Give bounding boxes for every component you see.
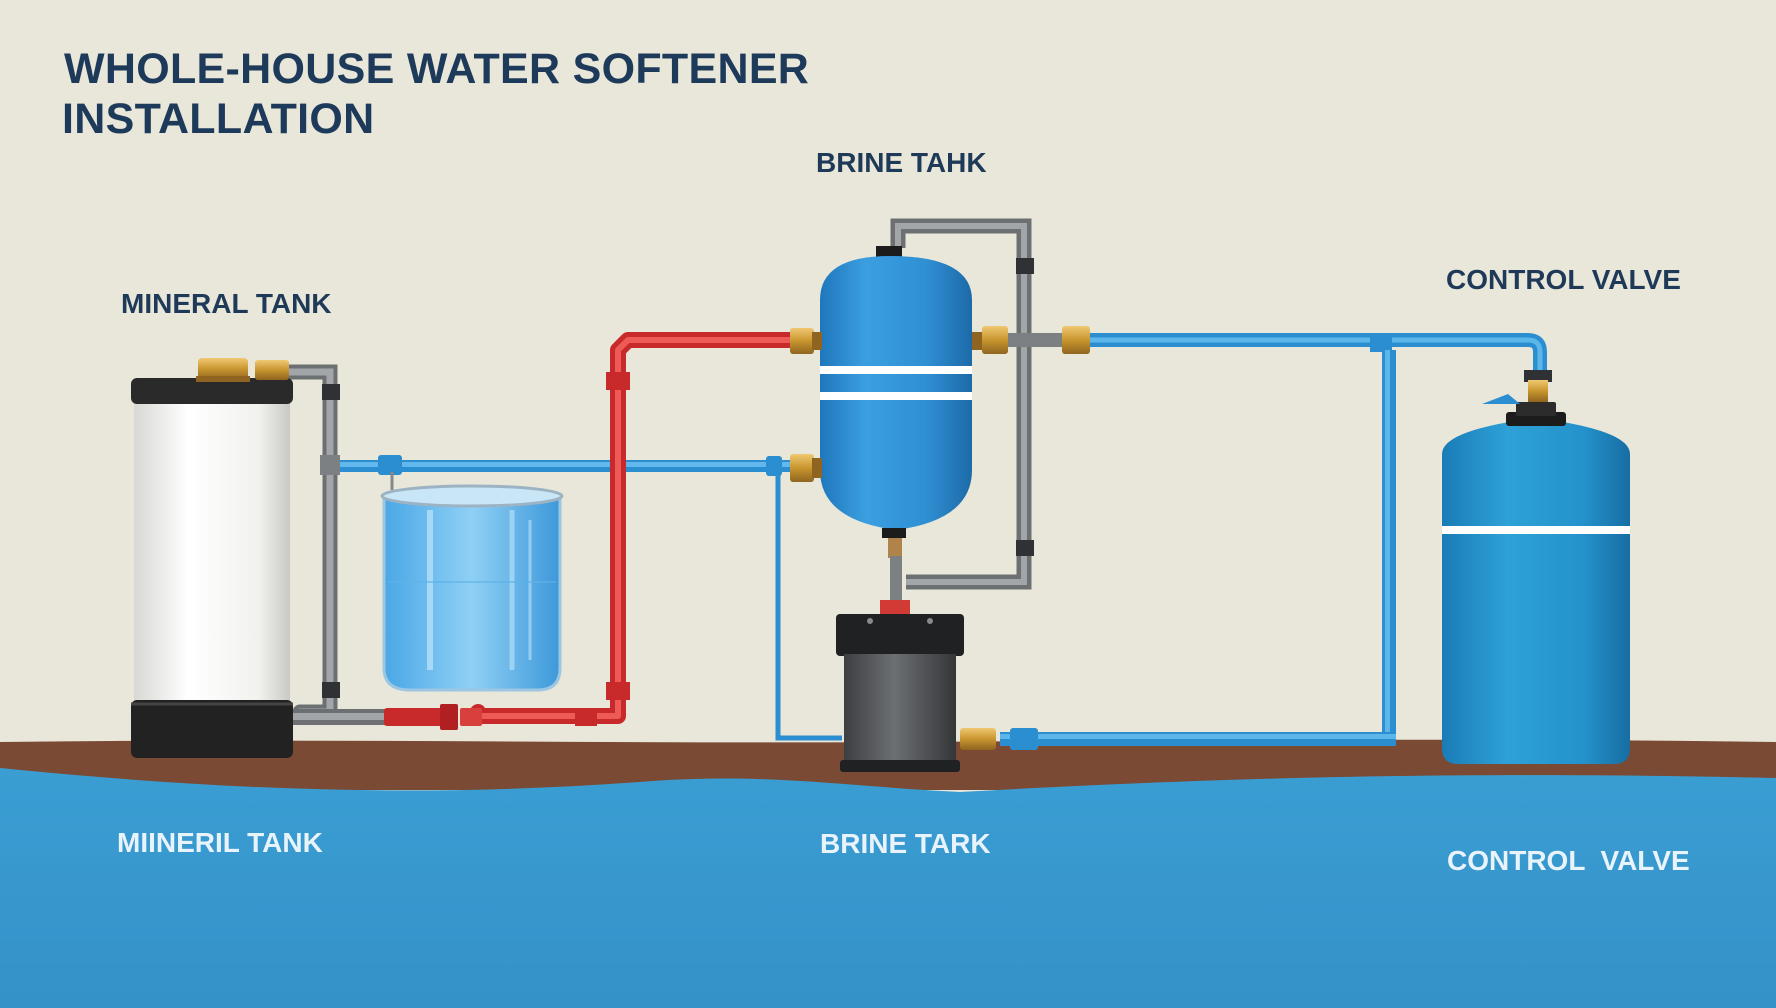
- blue-pipe-drop: [1382, 350, 1396, 740]
- control-valve-tank: [1442, 402, 1630, 764]
- pipe-coupling: [378, 455, 402, 475]
- pipe-clamp: [1016, 540, 1034, 556]
- gray-pipe-top: [890, 218, 1032, 590]
- label-brine-tank: BRINE TAHK: [816, 147, 987, 178]
- label-control-valve: CONTROL VALVE: [1446, 264, 1681, 295]
- pressure-tank: [820, 246, 972, 538]
- pipe-clamp: [322, 682, 340, 698]
- blue-pipe-bottom: [1000, 732, 1396, 746]
- label-mineral-tank: MINERAL TANK: [121, 288, 332, 319]
- gray-pipe-bottom: [290, 709, 390, 725]
- mineral-tank-head: [196, 358, 289, 382]
- title-line-1: WHOLE-HOUSE WATER SOFTENER: [64, 45, 810, 93]
- red-fitting: [606, 682, 630, 700]
- pipe-tee: [320, 455, 340, 475]
- diagram-title: WHOLE-HOUSE WATER SOFTENER INSTALLATION: [62, 44, 810, 144]
- pipe-clamp: [322, 384, 340, 400]
- brass-fitting: [960, 728, 996, 750]
- pipe-tee: [1370, 334, 1392, 352]
- pipe-coupling: [1010, 728, 1038, 750]
- red-valve: [384, 704, 482, 730]
- label-control-valve-bottom: CONTROL VALVE: [1447, 845, 1690, 876]
- red-fitting: [575, 708, 597, 726]
- brine-bucket: [380, 472, 564, 692]
- blue-pipe-top: [1090, 333, 1547, 372]
- water-layer: [0, 768, 1776, 1008]
- red-fitting: [606, 372, 630, 390]
- gray-pipe-left: [278, 364, 338, 720]
- control-valve: [1482, 370, 1552, 404]
- title-line-2: INSTALLATION: [62, 95, 375, 143]
- filter-connector: [880, 538, 910, 614]
- blue-pipe-mid: [340, 460, 790, 472]
- brass-fittings: [790, 326, 1090, 482]
- label-mineral-tank-bottom: MIINERIL TANK: [117, 827, 323, 858]
- blue-tube: [775, 470, 842, 741]
- mineral-tank: [131, 378, 293, 758]
- label-brine-tank-bottom: BRINE TARK: [820, 828, 991, 859]
- pipe-clamp: [1016, 258, 1034, 274]
- cartridge-filter: [836, 614, 964, 772]
